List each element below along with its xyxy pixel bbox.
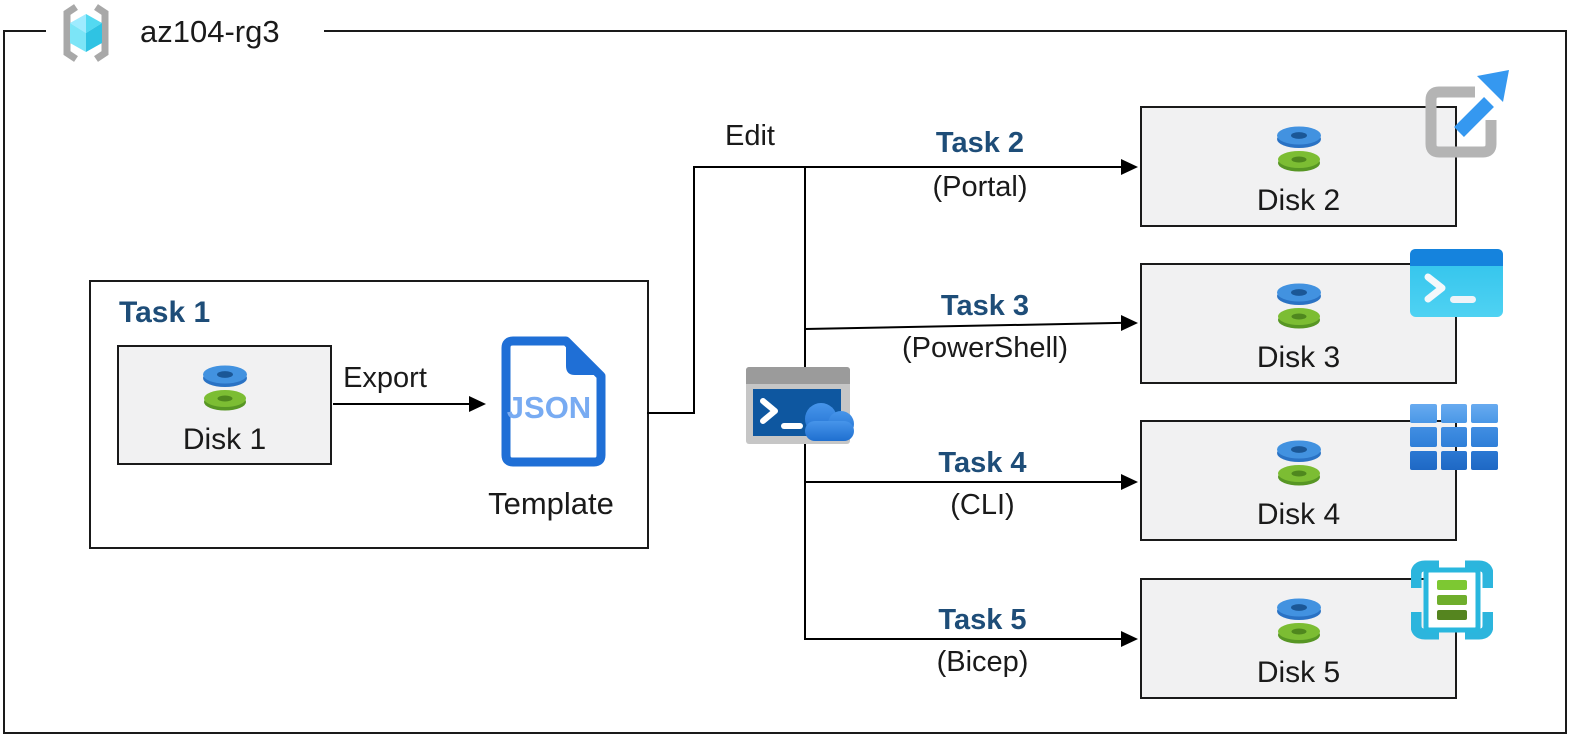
cli-grid-cell — [1440, 450, 1468, 470]
task4-arrowhead — [1121, 474, 1138, 490]
cli-grid-icon — [1410, 404, 1498, 470]
cloud-shell-icon — [746, 367, 854, 444]
disk3-label: Disk 3 — [1256, 341, 1341, 374]
portal-launch-icon — [1415, 64, 1515, 167]
bicep-template-icon — [1410, 560, 1494, 645]
cloud-shell-titlebar — [746, 367, 850, 384]
task4-edge-line — [805, 481, 1121, 483]
cli-grid-cell — [1471, 427, 1498, 447]
cli-grid-cell — [1471, 450, 1498, 470]
task3-title: Task 3 — [940, 290, 1030, 322]
disk-icon — [1269, 278, 1329, 337]
disk1-node: Disk 1 — [117, 345, 332, 465]
task3-arrowhead — [1121, 315, 1138, 331]
task2-edge-line — [693, 166, 1121, 168]
disk5-label: Disk 5 — [1256, 656, 1341, 689]
disk-icon — [1269, 593, 1329, 652]
border-gap — [46, 26, 324, 36]
disk-icon — [1269, 435, 1329, 494]
connector-stub-line — [647, 412, 695, 414]
cli-grid-cell — [1440, 404, 1468, 424]
cli-grid-cell — [1410, 450, 1437, 470]
json-file-type: JSON — [507, 390, 591, 425]
task2-method: (Portal) — [932, 171, 1028, 203]
disk4-label: Disk 4 — [1256, 498, 1341, 531]
task4-title: Task 4 — [938, 447, 1027, 479]
cli-grid-cell — [1471, 404, 1498, 424]
task5-edge-line — [805, 638, 1121, 640]
disk4-node: Disk 4 — [1140, 420, 1457, 541]
disk3-node: Disk 3 — [1140, 263, 1457, 384]
task2-arrowhead — [1121, 159, 1138, 175]
task5-arrowhead — [1121, 631, 1138, 647]
disk2-node: Disk 2 — [1140, 106, 1457, 227]
resource-group-name: az104-rg3 — [140, 14, 280, 49]
template-caption: Template — [488, 486, 614, 521]
disk-icon — [1269, 121, 1329, 180]
resource-group-boundary — [3, 30, 1567, 734]
powershell-icon — [1410, 249, 1503, 322]
task5-title: Task 5 — [938, 604, 1027, 636]
cloud-icon — [794, 395, 864, 452]
task5-method: (Bicep) — [936, 646, 1029, 678]
disk1-label: Disk 1 — [182, 423, 267, 456]
task3-method: (PowerShell) — [902, 332, 1068, 364]
task2-title: Task 2 — [935, 127, 1025, 159]
cli-grid-cell — [1410, 427, 1437, 447]
disk5-node: Disk 5 — [1140, 578, 1457, 699]
cli-grid-cell — [1440, 427, 1468, 447]
connector-up-line — [693, 166, 695, 414]
edit-label: Edit — [725, 120, 775, 152]
task1-title: Task 1 — [119, 296, 211, 329]
azure-resource-group-icon — [52, 2, 120, 69]
export-label: Export — [343, 362, 427, 394]
export-line — [333, 403, 469, 405]
cli-grid-cell — [1410, 404, 1437, 424]
task4-method: (CLI) — [950, 489, 1015, 521]
json-template-icon: JSON — [492, 335, 609, 477]
disk2-label: Disk 2 — [1256, 184, 1341, 217]
disk-icon — [195, 360, 255, 419]
export-arrowhead — [469, 396, 486, 412]
